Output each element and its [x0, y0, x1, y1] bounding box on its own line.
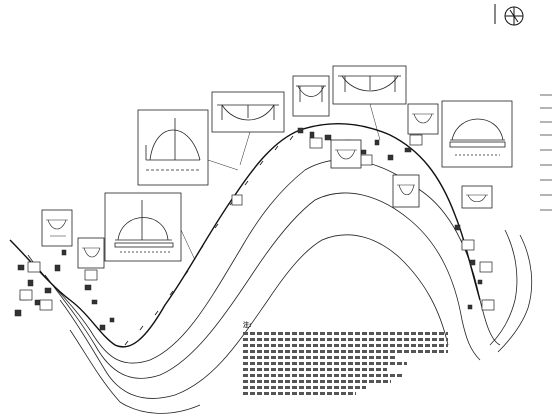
- detail-box: [330, 139, 362, 169]
- general-notes: 注:: [243, 322, 448, 398]
- note-line: [243, 392, 356, 395]
- river-bank-inner: [44, 192, 481, 379]
- note-line: [243, 356, 397, 359]
- tag-box: [27, 261, 41, 273]
- note-line: [243, 344, 448, 347]
- tag-box: [359, 154, 373, 166]
- tag-box: [84, 269, 98, 281]
- tag-box: [309, 137, 323, 149]
- tag-box: [461, 239, 475, 251]
- road-hatching: [124, 135, 294, 346]
- river-right-bank: [489, 229, 518, 346]
- detail-box: [41, 209, 73, 247]
- legend-strip: [540, 94, 552, 211]
- detail-box: [392, 174, 420, 208]
- bridge-elevation-small-box: [292, 75, 330, 117]
- note-line: [243, 332, 448, 335]
- north-arrow-icon: [494, 4, 524, 26]
- detail-box: [407, 103, 439, 135]
- note-line: [243, 374, 403, 377]
- detail-box: [461, 185, 493, 209]
- bridge-elevation-top-box: [332, 65, 407, 141]
- detail-box: [77, 237, 105, 269]
- notes-title: 注:: [243, 322, 252, 329]
- tag-box: [39, 299, 53, 311]
- tag-box: [409, 134, 423, 146]
- arch-section-right-box: [441, 100, 513, 168]
- note-line: [243, 350, 448, 353]
- arch-section-top-left-box: [137, 109, 239, 186]
- note-line: [243, 362, 407, 365]
- road-alignment: [9, 122, 481, 348]
- tag-box: [479, 261, 493, 273]
- note-line: [243, 368, 387, 371]
- tag-box: [19, 289, 33, 301]
- river-right-bank-2: [497, 234, 533, 353]
- note-line: [243, 338, 448, 341]
- river-shore-line-far: [69, 329, 201, 414]
- arch-section-lower-left-box: [104, 192, 196, 262]
- note-line: [243, 380, 391, 383]
- tag-box: [481, 299, 495, 311]
- river-shore-line: [59, 234, 449, 399]
- river-bank-outer: [27, 159, 501, 364]
- bridge-elevation-center-box: [211, 91, 285, 166]
- note-line: [243, 386, 366, 389]
- tag-box: [231, 194, 243, 206]
